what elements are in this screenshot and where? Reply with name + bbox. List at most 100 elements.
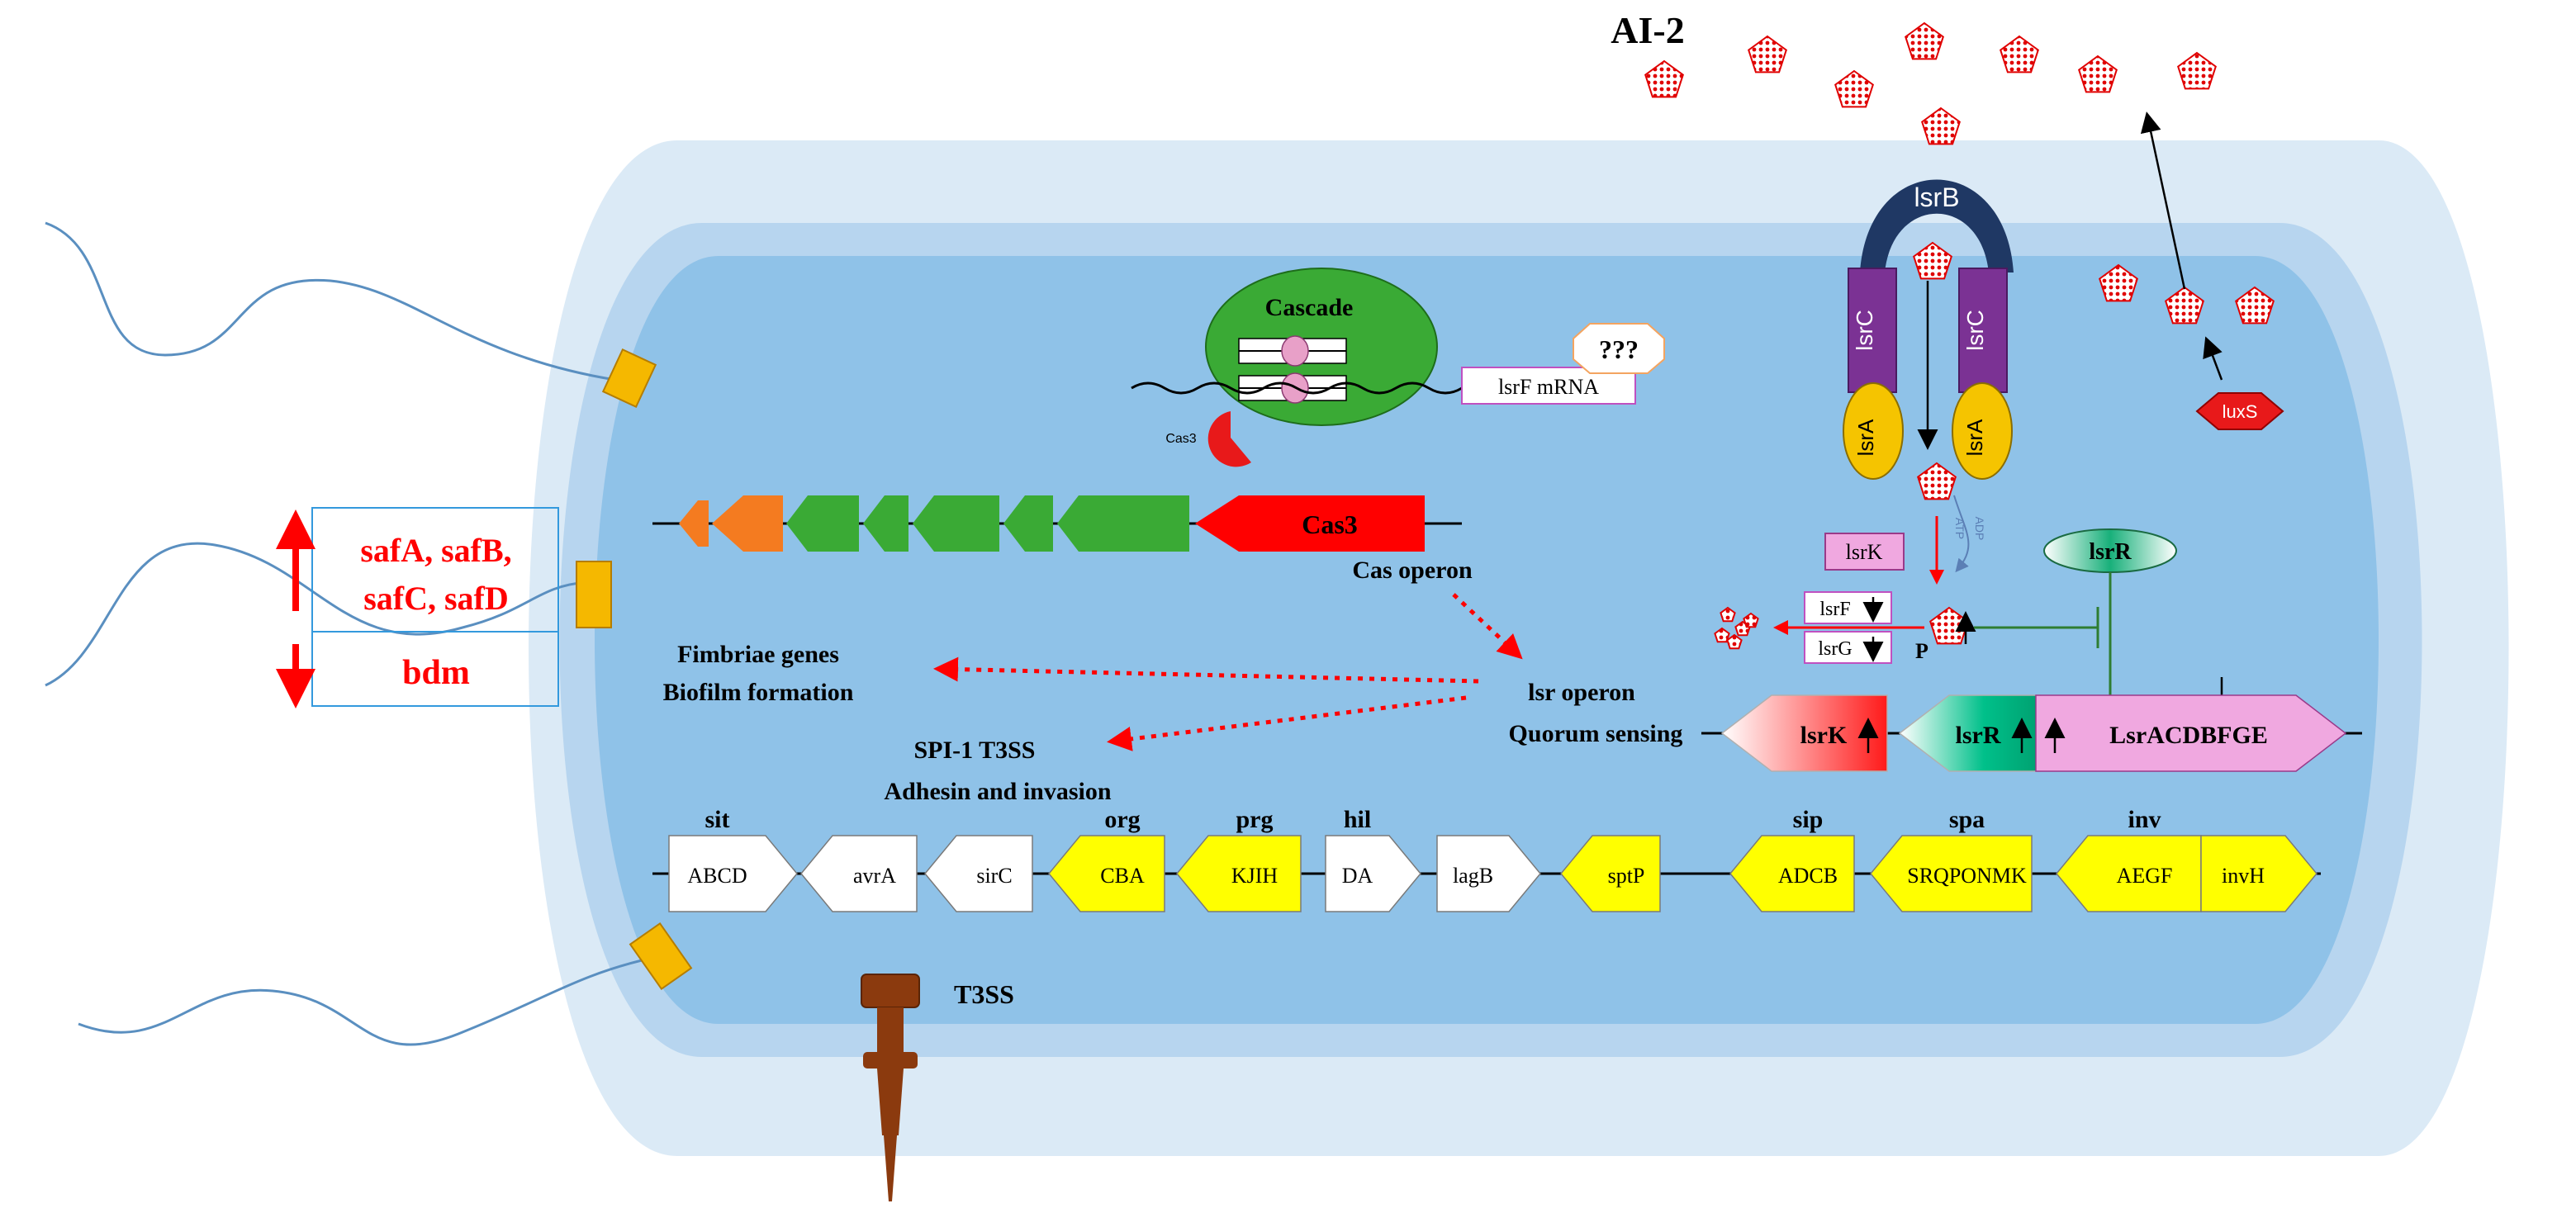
lsrG-enzyme-label: lsrG bbox=[1818, 638, 1852, 660]
fimbria-anchor-bottom bbox=[629, 922, 693, 991]
lsrK-enzyme-label: lsrK bbox=[1846, 540, 1883, 564]
spi1-gene-label: sptP bbox=[1608, 864, 1645, 888]
spi1-gene-label: DA bbox=[1342, 864, 1373, 888]
lsrK-gene-label: lsrK bbox=[1800, 722, 1848, 749]
unknown-factor bbox=[1573, 323, 1665, 374]
adp-label: ADP bbox=[1973, 517, 1986, 541]
ai2-molecule bbox=[1921, 107, 1961, 145]
spi1-gene-arrow bbox=[1176, 835, 1302, 912]
atp-label: ATP bbox=[1953, 518, 1966, 539]
unknown-factor-label: ??? bbox=[1599, 334, 1639, 364]
lsr-operon-label: lsr operon bbox=[1528, 679, 1635, 706]
cas-to-lsr-arrow bbox=[1452, 593, 1523, 660]
cas3-gene-label: Cas3 bbox=[1302, 509, 1358, 539]
cas-gene-green-4 bbox=[1003, 495, 1053, 552]
lsrK-enzyme-box bbox=[1824, 533, 1905, 571]
saf-genes-line1: safA, safB, bbox=[360, 532, 511, 569]
spi1-gene-group-label: sit bbox=[705, 806, 730, 833]
spi1-gene-group-label: spa bbox=[1949, 806, 1985, 833]
flagellum-bottom bbox=[78, 956, 653, 1046]
spi1-gene-label: sirC bbox=[976, 864, 1012, 888]
spi1-t3ss-label: SPI-1 T3SS bbox=[913, 737, 1035, 764]
spi1-gene-label: ADCB bbox=[1778, 864, 1838, 888]
spi1-gene-label: KJIH bbox=[1231, 864, 1279, 888]
lsrR-gene-label: lsrR bbox=[1956, 722, 2001, 749]
lsr-acdbfge-gene bbox=[2035, 694, 2347, 772]
atp-adp-arrow bbox=[1953, 495, 1970, 573]
lsrC-left-label: lsrC bbox=[1852, 310, 1877, 351]
ai2-molecule bbox=[2078, 54, 2118, 93]
flagellum-top bbox=[45, 221, 616, 381]
spi1-gene-group-label: hil bbox=[1344, 806, 1371, 833]
fimbriae-genes-label: Fimbriae genes bbox=[677, 641, 839, 668]
saf-genes-line2: safC, safD bbox=[363, 580, 509, 617]
spi1-gene-group-label: prg bbox=[1236, 806, 1274, 833]
cas-gene-green-1 bbox=[786, 495, 859, 552]
cas-gene-green-5 bbox=[1057, 495, 1189, 552]
cascade-label: Cascade bbox=[1265, 294, 1354, 321]
ai2-molecule bbox=[1748, 35, 1787, 73]
spi1-gene-label: AEGF bbox=[2117, 864, 2173, 888]
ai2-molecule bbox=[2165, 286, 2204, 325]
lsrA-left-label: lsrA bbox=[1853, 419, 1878, 456]
cas-gene-green-2 bbox=[863, 495, 908, 552]
cas-gene-green-3 bbox=[913, 495, 999, 552]
ai2-molecule bbox=[1913, 241, 1952, 280]
spi1-gene-label: ABCD bbox=[687, 864, 747, 888]
spi1-gene-group-label: inv bbox=[2128, 806, 2161, 833]
lsrK-gene bbox=[1720, 694, 1888, 772]
ai2-export-arrow bbox=[2140, 111, 2186, 290]
spi1-gene-arrow bbox=[1048, 835, 1165, 912]
lsrA-right-label: lsrA bbox=[1962, 419, 1987, 456]
spi1-gene-arrow bbox=[1870, 835, 2033, 912]
cas3-small-label: Cas3 bbox=[1165, 432, 1196, 446]
lsr-to-fimbriae-arrow bbox=[933, 656, 1479, 684]
spi1-gene-label: SRQPONMK bbox=[1907, 864, 2027, 888]
spi1-gene-label: avrA bbox=[853, 864, 896, 888]
spi1-gene-label: CBA bbox=[1100, 864, 1145, 888]
flagellum-middle bbox=[45, 542, 587, 687]
lsrC-right-label: lsrC bbox=[1962, 310, 1988, 351]
quorum-sensing-label: Quorum sensing bbox=[1509, 720, 1683, 747]
lsrB-label: lsrB bbox=[1914, 182, 1959, 212]
lsrF-enzyme-label: lsrF bbox=[1819, 599, 1850, 620]
cas-gene-orange-1 bbox=[679, 500, 709, 547]
luxs-arrow bbox=[2203, 336, 2223, 381]
biofilm-formation-label: Biofilm formation bbox=[663, 679, 854, 706]
lsrR-repressor-label: lsrR bbox=[2089, 539, 2132, 565]
cas-operon-label: Cas operon bbox=[1352, 557, 1473, 584]
spi1-gene-arrow bbox=[1729, 835, 1855, 912]
ai2-molecule bbox=[1834, 69, 1874, 108]
spi1-gene-label: invH bbox=[2222, 864, 2265, 888]
spi1-gene-arrow bbox=[1325, 835, 1421, 912]
lsr-transporter: lsrB lsrC lsrC lsrA lsrA bbox=[1843, 179, 2014, 480]
ai2-molecule bbox=[1917, 462, 1957, 500]
lsrF-mrna-label: lsrF mRNA bbox=[1498, 375, 1599, 399]
luxs-enzyme: luxS bbox=[2195, 392, 2284, 430]
saf-bdm-box bbox=[311, 507, 559, 707]
ai2-molecule bbox=[1905, 21, 1944, 60]
spi1-gene-arrow bbox=[1560, 835, 1661, 912]
fimbria-anchor-middle bbox=[576, 561, 612, 628]
spi1-gene-arrow bbox=[668, 835, 798, 912]
lsrC-right bbox=[1958, 268, 2008, 393]
spi1-gene-arrow bbox=[800, 835, 918, 912]
ai2-molecule bbox=[2235, 286, 2275, 325]
spi1-gene-arrow bbox=[1436, 835, 1541, 912]
phospho-label: P bbox=[1915, 639, 1928, 663]
lsr-acdbfge-label: LsrACDBFGE bbox=[2109, 722, 2268, 749]
ai2-fragment bbox=[1743, 612, 1759, 628]
lsrA-left bbox=[1843, 382, 1904, 480]
spi1-gene-arrow bbox=[924, 835, 1033, 912]
lsr-to-spi1-arrow bbox=[1107, 695, 1467, 751]
ai2-molecule bbox=[2099, 263, 2138, 302]
t3ss-label: T3SS bbox=[954, 979, 1014, 1009]
ai2-molecules bbox=[1644, 21, 2275, 650]
lsrA-right bbox=[1952, 382, 2013, 480]
cas3-gene bbox=[1195, 495, 1425, 552]
bdm-gene-label: bdm bbox=[402, 654, 470, 692]
lsrC-left bbox=[1848, 268, 1897, 393]
ai2-fragment bbox=[1714, 627, 1730, 643]
